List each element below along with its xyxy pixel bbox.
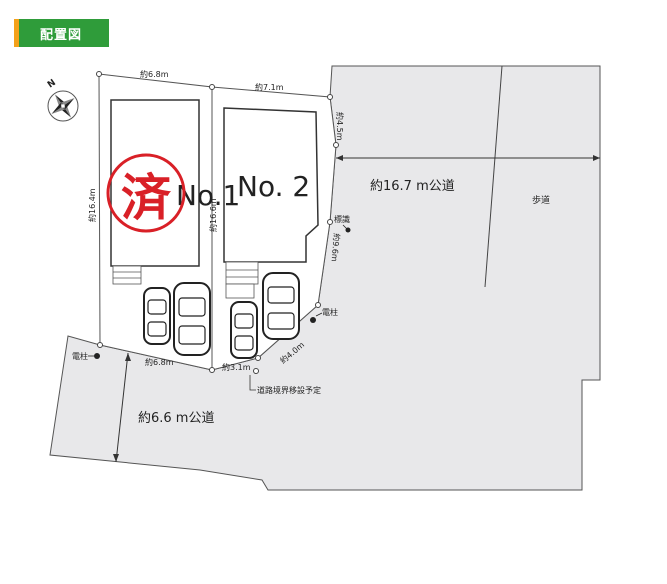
arrowhead bbox=[336, 155, 343, 161]
corner-markers bbox=[96, 71, 339, 374]
boundary-note-label: 道路境界移設予定 bbox=[257, 385, 321, 395]
arrowhead bbox=[125, 353, 131, 361]
lot-1-label: No.1 bbox=[176, 179, 240, 212]
building-1-porch bbox=[112, 265, 142, 285]
dim-lot1-left: 約16.4m bbox=[87, 188, 97, 222]
page-header: 配置図 bbox=[14, 19, 109, 47]
car-small-2 bbox=[230, 301, 258, 359]
car-small-1 bbox=[143, 287, 171, 345]
building-2-porch bbox=[225, 261, 259, 285]
lot-2-label: No. 2 bbox=[237, 170, 310, 203]
pole-right-label: 電柱 bbox=[322, 307, 338, 317]
building-2 bbox=[223, 107, 319, 263]
arrowhead bbox=[593, 155, 600, 161]
dim-right-top: 約4.5m bbox=[335, 112, 345, 141]
pole-left-label: 電柱 bbox=[72, 351, 88, 361]
dim-middle: 約16.6m bbox=[208, 198, 218, 232]
dim-right-mid: 約9.6m bbox=[330, 233, 342, 262]
dim-lot1-bottom: 約6.8m bbox=[145, 357, 174, 367]
page-title: 配置図 bbox=[40, 28, 83, 43]
building-1 bbox=[110, 99, 200, 267]
bottom-road-width-arrow bbox=[115, 352, 129, 463]
boundary-note-leader bbox=[249, 375, 256, 391]
building-2-step-block bbox=[225, 283, 255, 299]
signpost-label: 標識 bbox=[334, 214, 350, 224]
utility-pole-left bbox=[94, 353, 100, 359]
signpost-leader bbox=[342, 224, 349, 231]
header-accent bbox=[14, 19, 19, 47]
dim-lot1-top: 約6.8m bbox=[140, 69, 169, 79]
sidewalk-label: 歩道 bbox=[532, 194, 550, 206]
sold-stamp-text: 済 bbox=[121, 169, 172, 227]
car-large-1 bbox=[173, 282, 211, 356]
car-large-2 bbox=[262, 272, 300, 340]
north-compass-icon bbox=[47, 90, 79, 122]
dim-lot2-top: 約7.1m bbox=[255, 82, 284, 92]
utility-pole-right bbox=[310, 317, 316, 323]
pole-leader bbox=[315, 312, 323, 317]
bottom-road-label: 約6.6 m公道 bbox=[138, 411, 214, 426]
right-road-label: 約16.7 m公道 bbox=[370, 179, 455, 194]
sold-stamp: 済 bbox=[106, 153, 186, 233]
compass-north-label: N bbox=[46, 78, 58, 91]
arrowhead bbox=[113, 454, 119, 462]
dim-lot2-bottom: 約3.1m bbox=[222, 362, 251, 372]
sidewalk-boundary bbox=[484, 65, 503, 288]
